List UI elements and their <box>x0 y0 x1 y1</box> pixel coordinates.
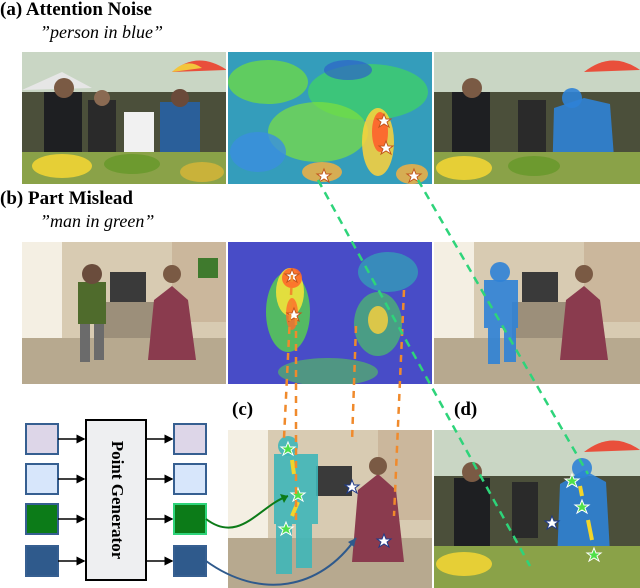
point-generator-diagram: Point Generator <box>25 419 207 581</box>
output-token-lavender <box>173 423 207 455</box>
attention-point-stars <box>315 112 423 184</box>
output-token-lightblue <box>173 463 207 495</box>
section-d-label: (d) <box>454 399 478 420</box>
navy-token-curve <box>205 537 357 586</box>
input-token-lightblue <box>25 463 59 495</box>
photo-market-original <box>22 52 226 184</box>
photo-market-segmented <box>434 52 640 184</box>
section-a-label: (a) Attention Noise <box>0 0 152 20</box>
orange-dashed-connectors <box>282 274 406 520</box>
heatmap-living-room-attention <box>228 242 432 384</box>
input-token-navy <box>25 545 59 577</box>
point-generator-box <box>85 419 147 581</box>
section-a-prompt: ”person in blue” <box>40 22 164 42</box>
section-b-label: (b) Part Mislead <box>0 188 133 209</box>
heatmap-market-attention <box>228 52 432 184</box>
green-dashed-connectors <box>316 179 590 567</box>
point-generator-label: Point Generator <box>108 441 127 560</box>
photo-living-room-original <box>22 242 226 384</box>
section-c-label: (c) <box>232 399 254 420</box>
input-token-lavender <box>25 423 59 455</box>
photo-living-room-points <box>228 430 432 588</box>
section-b-prompt: ”man in green” <box>40 211 155 231</box>
green-token-curve <box>205 495 289 529</box>
output-token-navy <box>173 545 207 577</box>
photo-market-points <box>434 430 640 588</box>
